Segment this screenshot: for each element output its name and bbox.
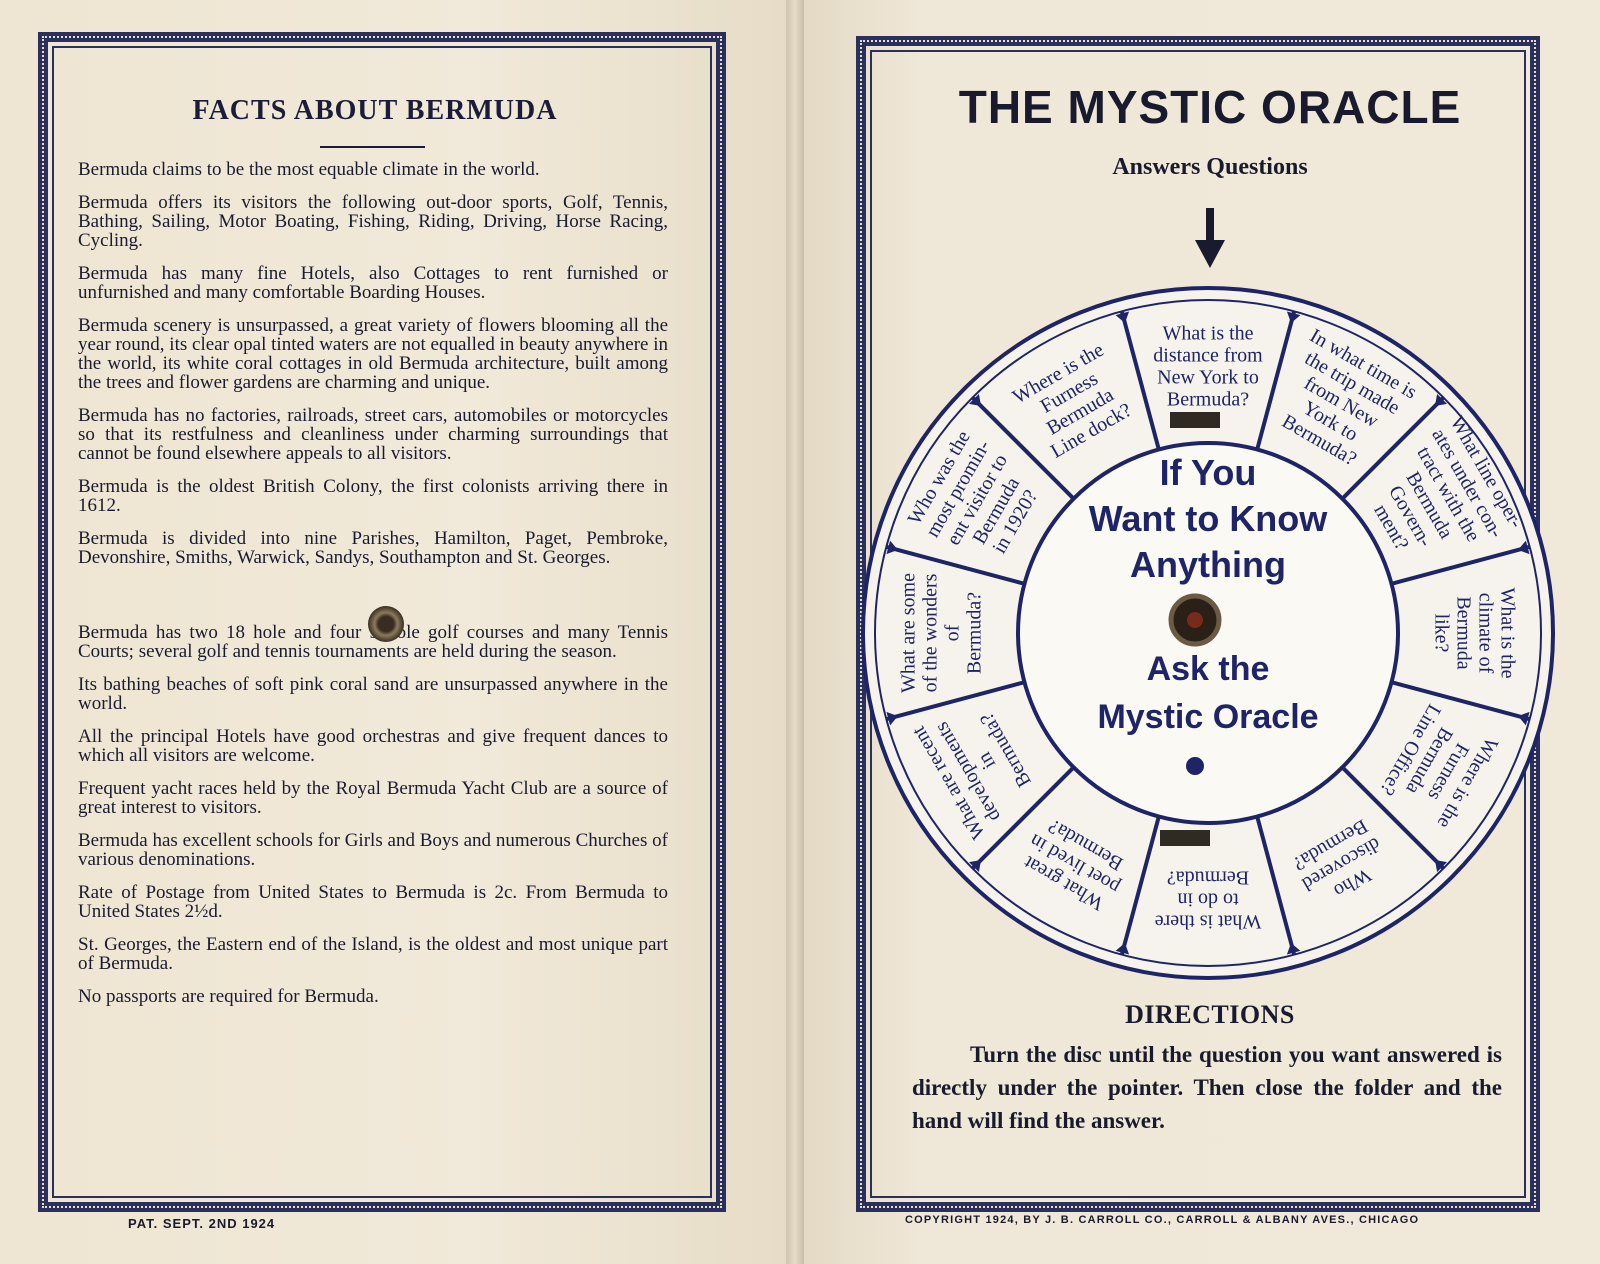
segment-divider	[885, 680, 1025, 722]
rivet-core	[1187, 612, 1203, 628]
fact-paragraph: Bermuda is divided into nine Parishes, H…	[78, 528, 668, 568]
question-line: Bermuda?	[964, 592, 986, 674]
question-line: New York to	[1157, 367, 1259, 389]
segment-divider	[971, 765, 1076, 870]
segment-divider	[1119, 816, 1161, 956]
fact-paragraph: Bermuda claims to be the most equable cl…	[78, 159, 540, 180]
center-fold	[786, 0, 804, 1264]
directions-title: DIRECTIONS	[1125, 1000, 1295, 1029]
segment-divider	[885, 544, 1025, 586]
fact-paragraph: Bermuda has no factories, railroads, str…	[78, 405, 668, 464]
segment-divider	[1340, 765, 1445, 870]
fact-paragraph: Its bathing beaches of soft pink coral s…	[78, 674, 668, 714]
fact-paragraph: St. Georges, the Eastern end of the Isla…	[78, 934, 668, 974]
fact-paragraph: Bermuda has many fine Hotels, also Cotta…	[78, 263, 668, 303]
segment-divider	[1340, 396, 1445, 501]
center-heading: If You	[1160, 452, 1257, 493]
disc-rim	[874, 299, 1542, 967]
center-subheading: Mystic Oracle	[1097, 698, 1318, 736]
fact-paragraph: Frequent yacht races held by the Royal B…	[78, 778, 668, 818]
question-line: Bermuda	[1453, 596, 1475, 669]
question-line: What are some	[898, 573, 920, 693]
fact-paragraph: Bermuda offers its visitors the followin…	[78, 192, 668, 251]
question-line: distance from	[1153, 345, 1263, 367]
copyright-text: COPYRIGHT 1924, BY J. B. CARROLL CO., CA…	[905, 1214, 1420, 1226]
segment-divider	[971, 396, 1076, 501]
center-heading: Want to Know	[1089, 498, 1329, 539]
facts-title: FACTS ABOUT BERMUDA	[192, 95, 558, 126]
rivet-icon	[368, 606, 404, 642]
question-line: Bermuda?	[1167, 867, 1249, 889]
rim-marker-icon	[1115, 311, 1130, 323]
title-underline	[320, 146, 425, 148]
question-line: What is the	[1162, 323, 1253, 345]
fact-paragraph: All the principal Hotels have good orche…	[78, 726, 668, 766]
question-line: of the wonders	[920, 573, 942, 692]
segment-divider	[1119, 310, 1161, 450]
segment-divider	[1391, 680, 1531, 722]
disc-slot-bottom	[1160, 830, 1210, 846]
question-line: climate of	[1475, 593, 1497, 674]
patent-text: PAT. SEPT. 2ND 1924	[128, 1216, 276, 1231]
question-line: of	[942, 624, 964, 641]
question-line: to do in	[1177, 889, 1238, 911]
center-dot	[1186, 757, 1204, 775]
segment-divider	[1255, 816, 1297, 956]
fact-paragraph: Rate of Postage from United States to Be…	[78, 882, 668, 922]
left-ornamental-border	[38, 32, 726, 1212]
segment-divider	[1391, 544, 1531, 586]
oracle-title: THE MYSTIC ORACLE	[958, 81, 1462, 133]
disc-slot-top	[1170, 412, 1220, 428]
fact-paragraph: Bermuda scenery is unsurpassed, a great …	[78, 315, 668, 393]
fact-paragraph: Bermuda has excellent schools for Girls …	[78, 830, 668, 870]
center-subheading: Ask the	[1147, 650, 1270, 688]
question-line: What is there	[1155, 911, 1262, 933]
fact-paragraph: Bermuda is the oldest British Colony, th…	[78, 476, 668, 516]
fact-paragraph: No passports are required for Bermuda.	[78, 986, 379, 1007]
segment-divider	[1255, 310, 1297, 450]
question-line: What is the	[1497, 587, 1519, 678]
arrow-down-icon	[1195, 208, 1225, 268]
facts-list: Bermuda claims to be the most equable cl…	[78, 160, 668, 1020]
oracle-subtitle: Answers Questions	[1112, 154, 1308, 180]
question-line: like?	[1431, 614, 1453, 653]
directions-text: Turn the disc until the question you wan…	[912, 1042, 1502, 1133]
center-heading: Anything	[1130, 544, 1286, 585]
question-line: Bermuda?	[1167, 389, 1249, 411]
